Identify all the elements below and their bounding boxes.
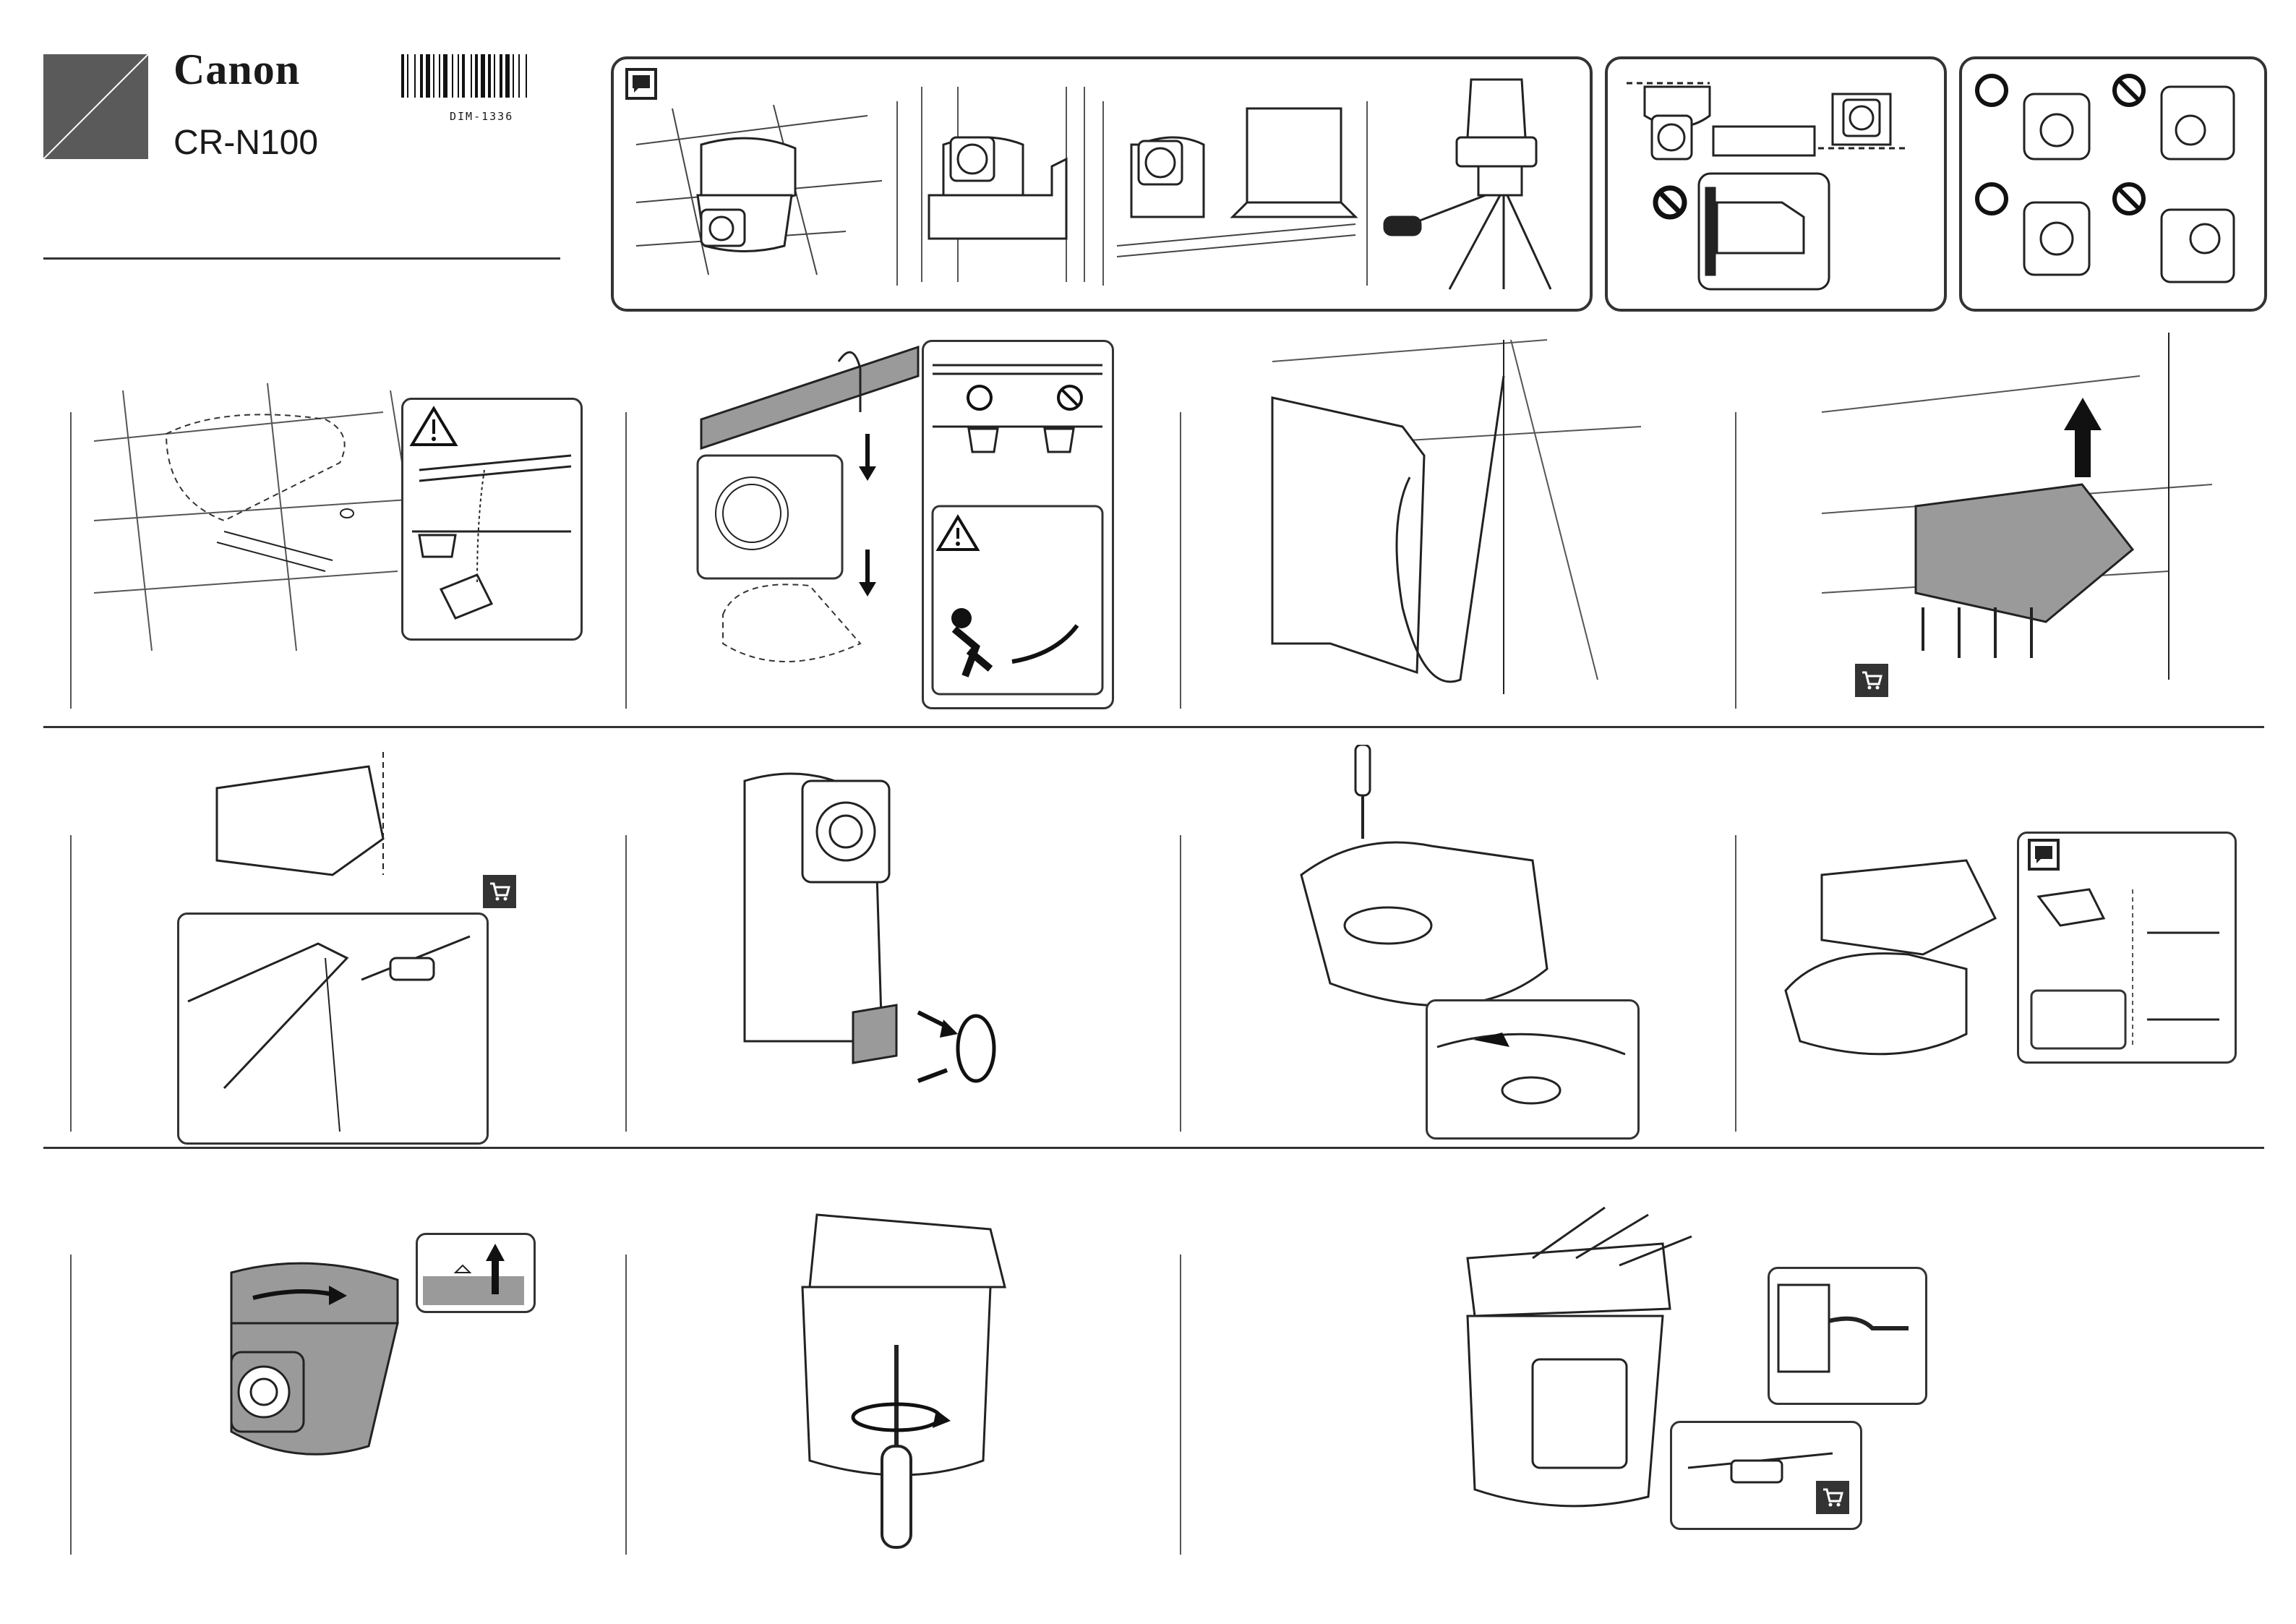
screwdriver-icon: [1355, 745, 1370, 839]
step-separator: [1180, 1255, 1181, 1555]
step-camera-cap: [730, 752, 1034, 1099]
step-separator: [625, 1255, 627, 1555]
prohibition-icon: [2115, 184, 2143, 213]
prohibition-icon: [2115, 76, 2143, 105]
panel-separator: [1102, 101, 1104, 286]
prohibition-icon: [1655, 188, 1684, 217]
step-separator: [1180, 412, 1181, 709]
brand-logo: Canon: [174, 45, 300, 95]
shopping-cart-icon: [1816, 1481, 1849, 1514]
orientation-drawing: [1616, 65, 1934, 296]
barcode: [401, 54, 560, 98]
step-attach-camera: [152, 1244, 455, 1475]
step-separator: [70, 412, 72, 709]
arrow-up-icon: [2064, 398, 2102, 477]
note-icon: [2028, 839, 2060, 871]
shopping-cart-icon: [1855, 664, 1888, 697]
row-divider: [43, 1147, 2264, 1149]
wire-callout-drawing: [925, 343, 1110, 701]
handling-drawing: [1966, 65, 2256, 296]
step-secure-screw: [752, 1171, 1055, 1562]
step-wire-adjust-top: [188, 752, 492, 882]
step-separator: [70, 1255, 72, 1555]
connector-callout-drawing: [1771, 1270, 1919, 1397]
document-code: DIM-1336: [450, 110, 513, 123]
step-separator: [1735, 412, 1736, 709]
step-separator: [625, 835, 627, 1132]
step-separator: [625, 412, 627, 709]
rotate-arrow-icon: [918, 1012, 994, 1081]
arrow-down-icon: [859, 434, 876, 481]
row-divider: [43, 726, 2264, 728]
cable-note-drawing: [2024, 875, 2227, 1056]
wire-adjust-callout-drawing: [181, 915, 484, 1139]
ceiling-mount-drawing: [629, 101, 889, 289]
model-name: CR-N100: [174, 123, 318, 163]
panel-separator: [896, 101, 898, 286]
tripod-mount-drawing: [1377, 72, 1580, 296]
base-screw-callout-drawing: [1430, 1004, 1632, 1134]
circle-ok-icon: [1977, 76, 2006, 105]
step-bracket-wire: [1258, 333, 1663, 709]
prohibition-icon: [1058, 386, 1081, 409]
wall-mount-drawing: [907, 87, 1095, 289]
note-icon: [625, 68, 657, 100]
latch-callout-drawing: [419, 1236, 528, 1305]
step-cable-routing: [1778, 846, 2017, 1070]
circle-ok-icon: [1977, 184, 2006, 213]
warning-callout-drawing: [405, 401, 578, 633]
logo-diagonal: [43, 54, 148, 159]
arrow-down-icon: [859, 550, 876, 597]
header-rule: [43, 257, 560, 260]
shopping-cart-icon: [483, 875, 516, 908]
logo-block: [43, 54, 148, 159]
desktop-placement-drawing: [1117, 101, 1363, 268]
step-separator: [1735, 835, 1736, 1132]
circle-ok-icon: [968, 386, 991, 409]
step-separator: [70, 835, 72, 1132]
warning-triangle-icon: [412, 409, 455, 445]
panel-separator: [1366, 101, 1368, 286]
step-separator: [1180, 835, 1181, 1132]
step-plate-to-ceiling: [1807, 333, 2241, 709]
